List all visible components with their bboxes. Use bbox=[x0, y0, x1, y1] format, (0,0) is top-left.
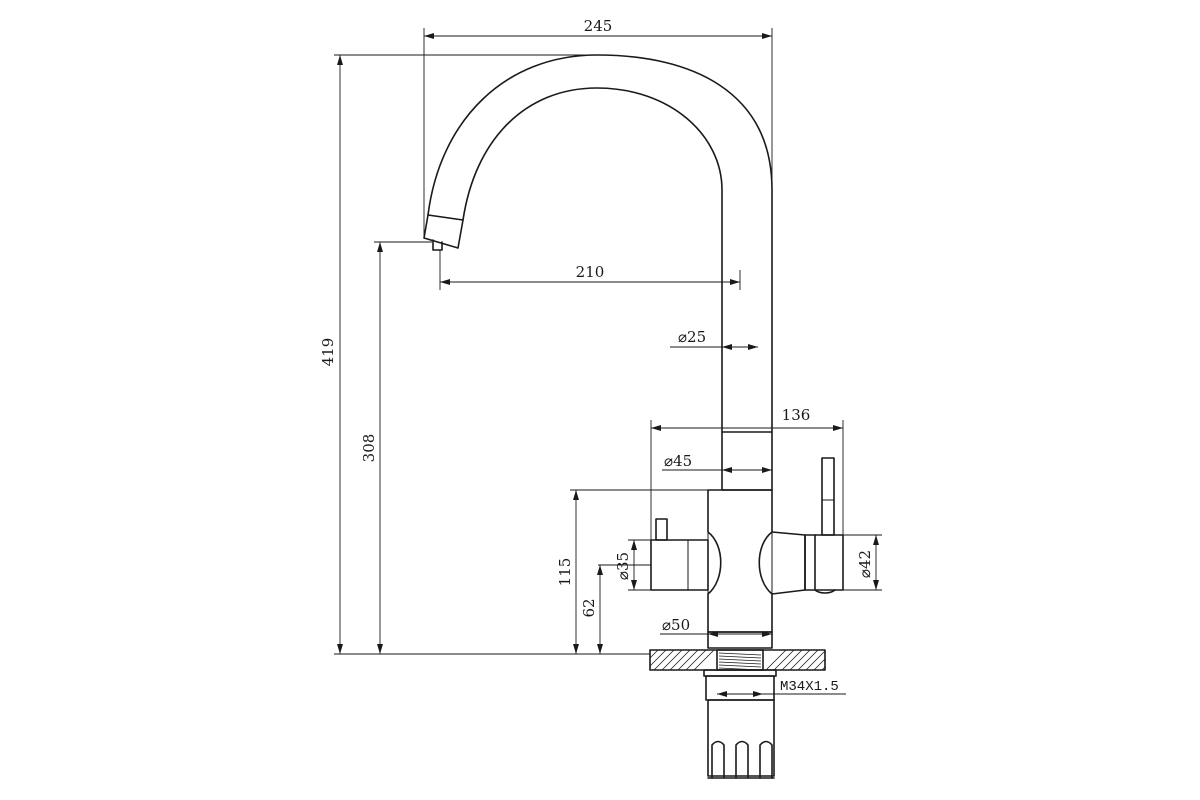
right-handle-lever-base bbox=[814, 534, 836, 594]
nut-rib-2 bbox=[735, 740, 749, 779]
hatch-line bbox=[773, 649, 795, 671]
shank-lower bbox=[705, 675, 775, 701]
spout-tip bbox=[423, 214, 464, 249]
hatch-line bbox=[677, 649, 699, 671]
body-shell bbox=[707, 489, 773, 633]
label-outlet-height: 308 bbox=[360, 434, 378, 463]
thread-line bbox=[718, 664, 762, 668]
thread-line bbox=[718, 652, 762, 656]
left-handle bbox=[650, 518, 709, 591]
mixer-body bbox=[707, 431, 773, 633]
right-handle-lever bbox=[821, 457, 835, 536]
hatch-line bbox=[685, 649, 707, 671]
label-knob-height: 62 bbox=[580, 598, 598, 617]
label-overall-height: 419 bbox=[319, 338, 337, 367]
hatch-line bbox=[669, 649, 691, 671]
hatch-line bbox=[797, 649, 819, 671]
left-handle-lever bbox=[655, 518, 668, 541]
washer bbox=[703, 669, 777, 677]
hatch-line bbox=[649, 649, 667, 667]
hatch-line bbox=[781, 649, 803, 671]
spout-inner-edge bbox=[462, 87, 723, 433]
hatch-line bbox=[653, 649, 675, 671]
spout-tip-ring bbox=[427, 214, 464, 221]
label-left-knob-diameter: ⌀35 bbox=[614, 552, 632, 580]
label-overall-width: 245 bbox=[584, 17, 613, 35]
hatch-line bbox=[805, 650, 826, 671]
label-body-diameter: ⌀45 bbox=[664, 452, 692, 470]
label-handle-height: 115 bbox=[556, 558, 574, 587]
hatch-line bbox=[693, 649, 715, 671]
thread-lines bbox=[718, 652, 762, 671]
countertop-section bbox=[649, 649, 826, 671]
hatch-line bbox=[821, 666, 826, 671]
aerator bbox=[432, 239, 443, 251]
hatch-line bbox=[789, 649, 811, 671]
right-handle-cap bbox=[804, 534, 844, 591]
label-thread: M34X1.5 bbox=[780, 679, 839, 695]
thread-line bbox=[718, 661, 762, 665]
label-right-knob-diameter: ⌀42 bbox=[856, 550, 874, 578]
dimension-lines bbox=[334, 28, 882, 697]
label-base-diameter: ⌀50 bbox=[662, 616, 690, 634]
label-spout-reach: 210 bbox=[576, 263, 605, 281]
hatch-line bbox=[649, 649, 659, 659]
countertop-hatching bbox=[649, 649, 826, 671]
mounting-assembly bbox=[703, 649, 777, 779]
hatch-line bbox=[765, 649, 787, 671]
hatch-line bbox=[661, 649, 683, 671]
spout-outer-edge bbox=[427, 54, 773, 433]
left-handle-housing bbox=[650, 539, 709, 591]
dimension-labels: 245 419 308 210 ⌀25 136 ⌀45 115 62 ⌀35 ⌀… bbox=[319, 17, 874, 695]
thread-line bbox=[718, 658, 762, 662]
right-handle bbox=[771, 457, 844, 595]
spout bbox=[423, 54, 773, 433]
thread-line bbox=[718, 655, 762, 659]
spout-swivel-collar bbox=[721, 431, 773, 491]
hatch-line bbox=[813, 658, 826, 671]
nut-rib-1 bbox=[711, 740, 725, 779]
nut-rib-3 bbox=[759, 740, 773, 779]
right-handle-housing bbox=[771, 531, 806, 595]
label-spout-diameter: ⌀25 bbox=[678, 328, 706, 346]
label-body-width: 136 bbox=[782, 406, 811, 424]
mounting-nut bbox=[707, 699, 775, 777]
